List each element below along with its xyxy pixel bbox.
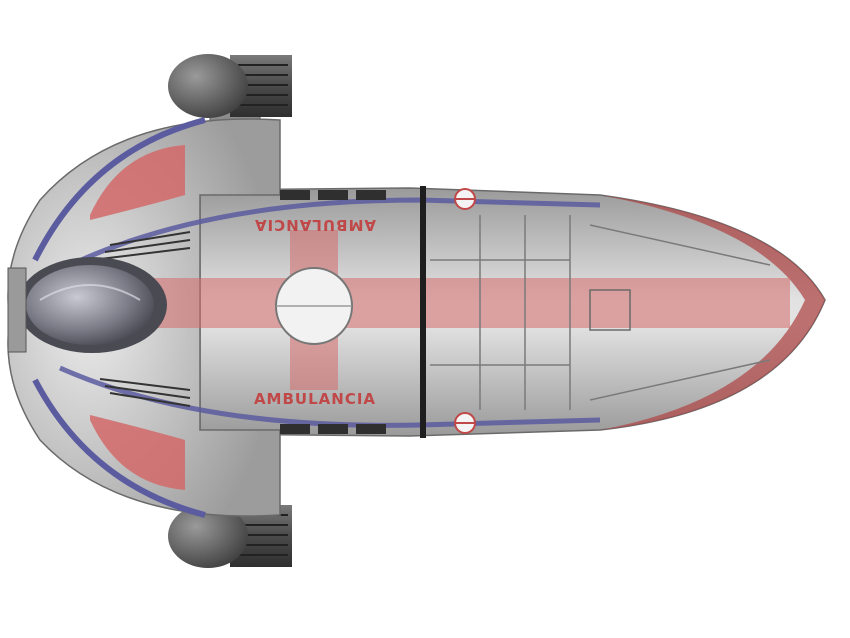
side-vents-top — [280, 190, 386, 200]
intake-grille-upper — [99, 231, 191, 260]
engine-top-intake — [168, 54, 248, 118]
side-vents-bottom — [280, 424, 386, 434]
trim-line-top — [32, 117, 206, 262]
red-panel-lower — [90, 415, 185, 490]
canopy-glass — [26, 265, 154, 345]
hull-label-bottom: AMBULANCIA — [254, 390, 376, 408]
intake-grille-lower — [99, 378, 191, 407]
red-panel-upper — [90, 145, 185, 220]
section-divider — [420, 186, 426, 438]
red-cross-horizontal — [150, 278, 790, 328]
trim-line-upper-body — [58, 197, 601, 273]
engine-bottom-intake — [168, 504, 248, 568]
tail-red-trim — [600, 195, 825, 430]
engine-top-vents — [238, 64, 288, 106]
cargo-panels — [430, 215, 771, 410]
engine-top — [168, 54, 292, 201]
trim-line-bottom — [32, 378, 206, 518]
hull-label-top: AMBULANCIA — [254, 216, 376, 234]
canopy-highlight — [39, 284, 141, 301]
nose-sensor — [7, 267, 27, 353]
rear-hatch — [589, 289, 631, 331]
